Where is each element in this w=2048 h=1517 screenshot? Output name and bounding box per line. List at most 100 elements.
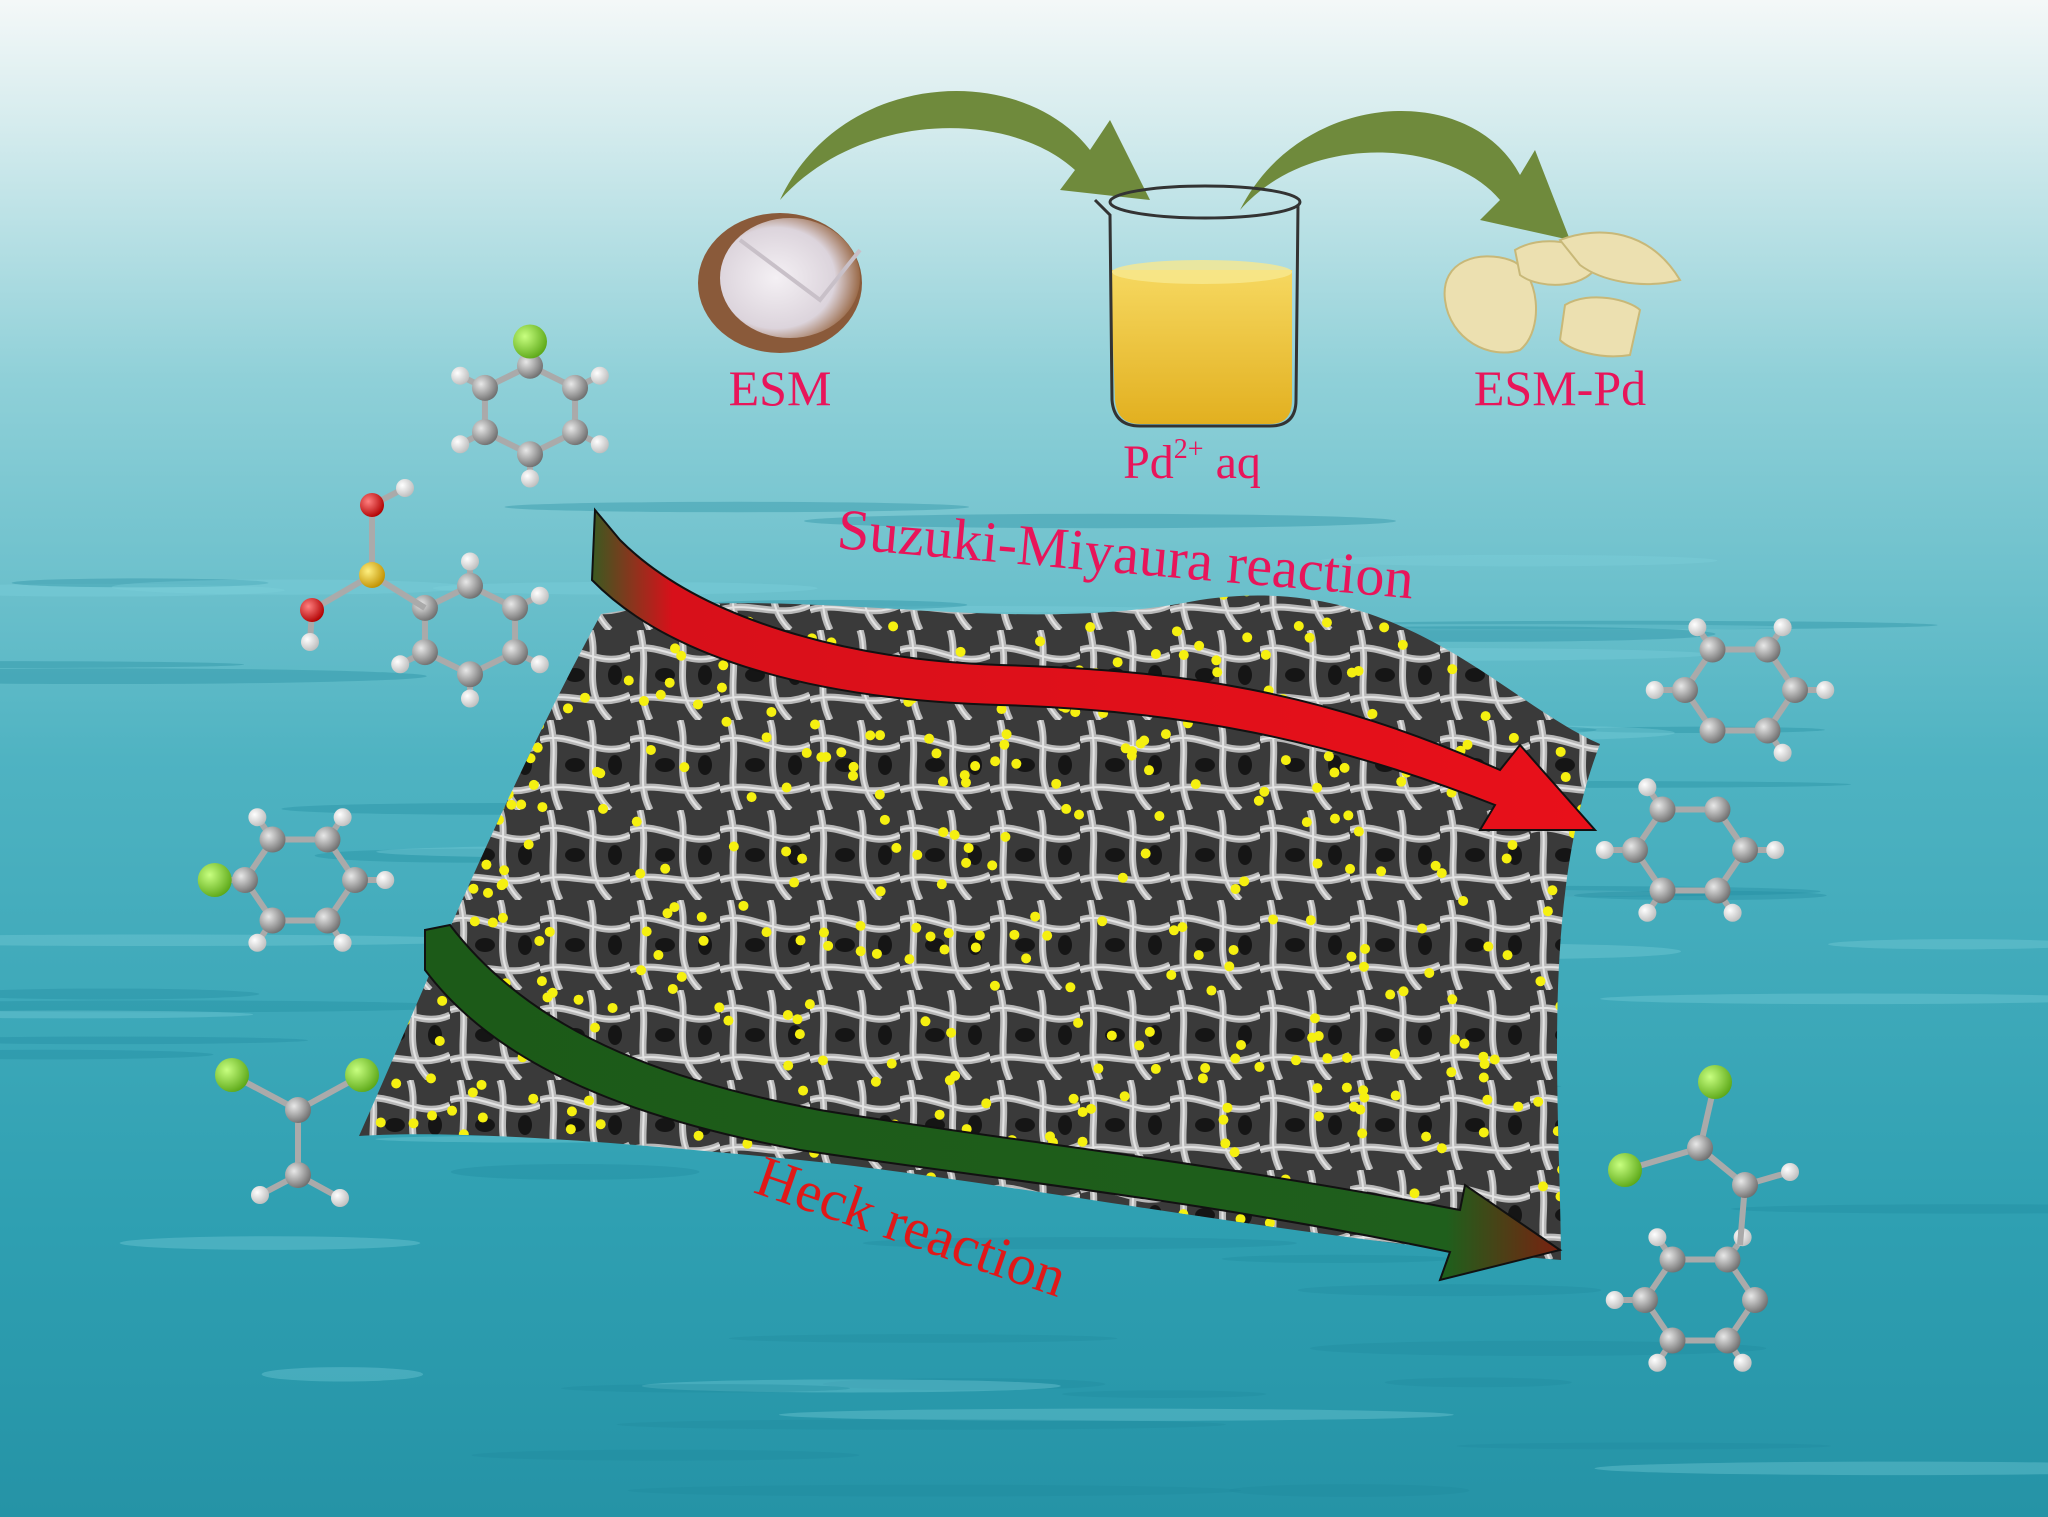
atom-C	[1687, 1135, 1713, 1161]
pd-dot	[1353, 665, 1364, 676]
ripple	[822, 1378, 1106, 1391]
pd-dot	[1077, 1106, 1088, 1117]
pd-dot	[1229, 1147, 1240, 1158]
pd-dot	[391, 1078, 402, 1089]
atom-C	[259, 907, 286, 934]
pd-dot	[1293, 621, 1304, 632]
ripple	[0, 1049, 214, 1060]
pd-dot	[1211, 655, 1222, 666]
pd-dot	[989, 980, 1000, 991]
ripple	[0, 661, 245, 669]
pd-dot	[1341, 1082, 1352, 1093]
atom-H	[590, 435, 609, 454]
esm-pd-flakes-image	[1443, 231, 1682, 358]
pd-dot	[1073, 1017, 1084, 1028]
atom-C	[1672, 677, 1698, 703]
pd-dot	[1009, 929, 1020, 940]
pd-dot	[891, 842, 902, 853]
atom-X	[345, 1058, 379, 1092]
pd-dot	[1502, 950, 1513, 961]
ripple	[641, 1379, 1061, 1393]
pd-dot	[728, 841, 739, 852]
atom-C	[1699, 636, 1726, 663]
atom-H	[1766, 841, 1785, 859]
ripple	[1828, 939, 2048, 950]
pd-dot	[721, 716, 732, 727]
atom-H	[590, 366, 609, 385]
atom-C	[1659, 1246, 1686, 1273]
atom-C	[1714, 1327, 1741, 1354]
pd-dot	[1360, 943, 1371, 954]
pd-dot	[1446, 1067, 1457, 1078]
ripple	[728, 1334, 1118, 1343]
pd-dot	[1140, 848, 1151, 859]
pd-dot	[434, 1036, 445, 1047]
pd-dot	[1061, 803, 1072, 814]
atom-H	[248, 933, 267, 952]
pd-dot	[468, 883, 479, 894]
atom-H	[1723, 903, 1742, 922]
ripple	[504, 501, 970, 513]
process-arrow-2	[1240, 110, 1570, 240]
pd-dot	[1343, 810, 1354, 821]
pd-dot	[836, 747, 847, 758]
atom-C	[1699, 717, 1726, 744]
pd-dot	[795, 935, 806, 946]
pd-dot	[1447, 994, 1458, 1005]
pd-dot	[999, 739, 1010, 750]
pd-charge-text: 2+	[1174, 434, 1204, 465]
heck-reaction-arrow	[424, 923, 1563, 1282]
pd-dot	[427, 1110, 438, 1121]
pd-dot	[938, 776, 949, 787]
pd-dot	[1436, 1143, 1447, 1154]
pd-dot	[696, 912, 707, 923]
pd-dot	[931, 748, 942, 759]
pd-dot	[483, 887, 494, 898]
ripple	[111, 579, 469, 595]
pd-dot	[1290, 1055, 1301, 1066]
pd-dot	[783, 1060, 794, 1071]
pd-dot	[1359, 1092, 1370, 1103]
pd-dot	[1077, 1136, 1088, 1147]
pd-dot	[1535, 976, 1546, 987]
pd-dot	[544, 926, 555, 937]
pd-dot	[1312, 858, 1323, 869]
atom-X	[513, 324, 547, 359]
pd-dot	[1264, 1217, 1275, 1228]
pd-dot	[607, 1002, 618, 1013]
atom-H	[451, 435, 470, 454]
ripple	[1456, 1442, 1831, 1450]
pd-dot	[1150, 1063, 1161, 1074]
atom-C	[314, 826, 341, 853]
atom-H	[248, 808, 267, 827]
pd-dot	[1542, 906, 1553, 917]
esm-pd-label: ESM-Pd	[1474, 360, 1646, 416]
atom-C	[457, 661, 483, 688]
pd-dot	[562, 703, 573, 714]
pd-dot	[1449, 1034, 1460, 1045]
pd-dot	[1358, 961, 1369, 972]
pd-dot	[1166, 969, 1177, 980]
ripple	[261, 1367, 424, 1382]
atom-C	[314, 907, 341, 934]
pd-dot	[1367, 708, 1378, 719]
atom-C	[562, 374, 589, 401]
pd-dot	[1106, 1030, 1117, 1041]
pd-dot	[981, 1098, 992, 1109]
pd-dot	[1021, 953, 1032, 964]
pd-dot	[848, 761, 859, 772]
pd-dot	[566, 1106, 577, 1117]
dihalobenzene-molecule	[197, 808, 395, 952]
pd-dot	[1212, 667, 1223, 678]
pd-dot	[408, 1118, 419, 1129]
pd-dot	[943, 928, 954, 939]
ripple	[862, 1237, 1297, 1250]
pd-dot	[1220, 1138, 1231, 1149]
ripple	[1600, 993, 2048, 1005]
pd-dot	[664, 677, 675, 688]
ripple	[119, 1236, 421, 1250]
pd-dot	[1230, 1053, 1241, 1064]
pd-dot	[676, 650, 687, 661]
